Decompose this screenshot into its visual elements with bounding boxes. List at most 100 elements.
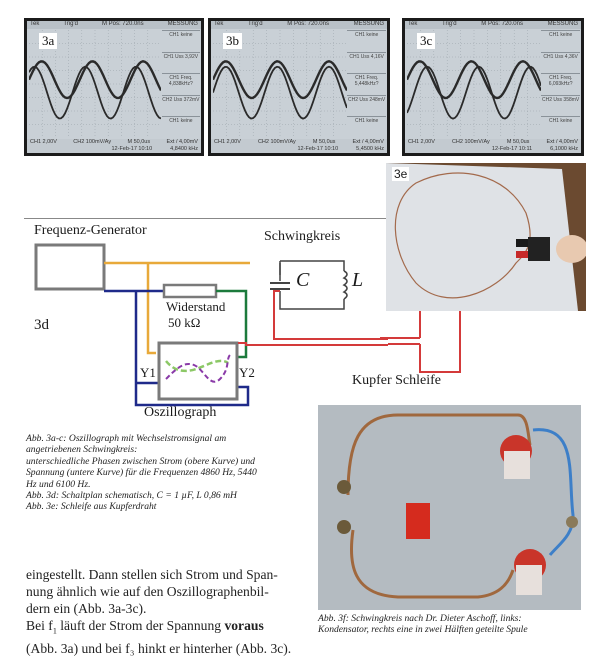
caption-line: Abb. 3f: Schwingkreis nach Dr. Dieter As… [318,613,522,624]
trace-voltage [407,65,541,120]
scope-menu: MESSUNG [167,21,198,27]
photo-copper-loop: 3e [386,163,586,311]
trace-voltage [29,65,162,120]
inductor-coil [342,270,348,300]
scope-ext-trigger: Ext / 4,00mV [546,139,578,145]
scope-ch2-scale: CH2 100mV/Ay [257,139,296,145]
scope-ext-trigger: Ext / 4,00mV [352,139,384,145]
body-line: dern ein (Abb. 3a-3c). [26,601,147,616]
scope-footer: CH1 2,00V CH2 100mV/Ay M 50,0us Ext / 4,… [27,139,201,153]
scope-brand: Tek [30,21,40,27]
resistor-label: Widerstand [166,299,226,314]
resistor [162,283,218,299]
scope-trigger-mode: Trig'd [63,21,78,27]
body-line: nung ähnlich wie auf den Oszillographenb… [26,584,269,599]
body-paragraph: eingestellt. Dann stellen sich Strom und… [26,566,296,657]
trace-current [213,60,347,100]
caption-line: Abb. 3d: Schaltplan schematisch, C = 1 µ… [26,490,237,502]
scope-measure-item: CH2 Uss 358mV [541,94,580,117]
figure-tag-3e: 3e [392,167,410,181]
figure-tag-3b: 3b [223,33,242,49]
scope-ch2-scale: CH2 100mV/Ay [451,139,490,145]
generator-box [34,243,106,291]
oscilloscope-photo-3c: Tek Trig'd M Pos: 720.0ns MESSUNG CH1 ke… [402,18,584,156]
oscillograph-box [157,341,239,401]
bold-word: voraus [224,618,264,633]
scope-ch1-scale: CH1 2,00V [30,139,57,145]
scope-measure-item: CH1 Freq. 6,093kHz? [541,73,580,95]
scope-position: M Pos: 720.0ns [481,21,523,27]
scope-brand: Tek [408,21,418,27]
scope-timebase: M 50,0us [127,139,151,145]
caption-line: Abb. 3a-c: Oszillograph mit Wechselstrom… [26,433,227,444]
inductor-symbol: L [352,269,364,291]
scope-measure-item: CH2 Uss 248mV [347,94,386,117]
copper-loop-symbol [380,307,461,373]
y1-label: Y1 [140,365,156,380]
oscilloscope-photo-3b: Tek Trig'd M Pos: 720.0ns MESSUNG CH1 ke… [208,18,390,156]
loop-label: Kupfer Schleife [352,373,442,388]
generator-label: Frequenz-Generator [34,223,147,238]
body-text-span: Bei f [26,618,53,633]
scope-measure-item: CH1 Uss 4,36V [541,51,580,74]
copper-loop-photo [386,163,586,311]
scope-measure-item: CH1 keine [541,30,580,52]
oscilloscope-photo-3a: Tek Trig'd M Pos: 720.0ns MESSUNG CH1 ke… [24,18,204,156]
scope-ch1-scale: CH1 2,00V [408,139,435,145]
scope-frequency: 6,1000 kHz [550,146,578,152]
photo-tank-circuit [318,405,581,610]
trace-voltage [213,65,347,120]
scope-measure-item: CH1 Uss 3,92V [161,51,200,74]
scope-footer: CH1 2,00V CH2 100mV/Ay M 50,0us Ext / 4,… [211,139,387,153]
scope-graticule [29,30,162,138]
body-line: (Abb. 3a) und bei f₃ hinkt er hinterher … [26,640,292,656]
scope-measure-item: CH1 Uss 4,16V [347,51,386,74]
tank-outline [279,260,345,310]
scope-measure-item: CH1 keine [161,116,200,138]
scope-frequency: 5,4500 kHz [356,146,384,152]
oscillograph-label: Oszillograph [144,405,217,420]
caption-line: Abb. 3e: Schleife aus Kupferdraht [26,501,157,513]
scope-date: 12-Feb-17 10:10 [111,146,153,152]
scope-graticule [213,30,347,138]
scope-measure-item: CH2 Uss 372mV [161,94,200,117]
scope-menu: MESSUNG [353,21,384,27]
trace-current [29,60,162,100]
trace-current [407,60,541,100]
figure-tag-3c: 3c [417,33,436,49]
tank-circuit-photo [318,405,581,610]
scope-measure-item: CH1 keine [347,30,386,52]
scope-measure-item: CH1 Freq. 4,838kHz? [161,73,200,95]
scope-trace-purple [165,354,231,383]
scope-ext-trigger: Ext / 4,00mV [166,139,198,145]
caption-main: Abb. 3a-c: Oszillograph mit Wechselstrom… [26,433,316,513]
wire-green [216,289,248,359]
scope-graticule [407,30,541,138]
caption-3f: Abb. 3f: Schwingkreis nach Dr. Dieter As… [318,613,603,636]
wire-red-cap [273,290,388,340]
body-line: Bei f1 läuft der Strom der Spannung vora… [26,617,296,640]
scope-trigger-mode: Trig'd [248,21,263,27]
resistor-value: 50 kΩ [168,315,201,330]
scope-status-bar: Tek Trig'd M Pos: 720.0ns MESSUNG [27,21,201,29]
body-text-span: läuft der Strom der Spannung [56,618,225,633]
scope-frequency: 4,8400 kHz [170,146,198,152]
scope-menu: MESSUNG [547,21,578,27]
circuit-wires [34,243,388,407]
scope-footer: CH1 2,00V CH2 100mV/Ay M 50,0us Ext / 4,… [405,139,581,153]
wire-blue-loop [134,291,250,407]
scope-measure-item: CH1 keine [541,116,580,138]
caption-line: Kondensator, rechts eine in zwei Hälften… [318,624,528,636]
scope-status-bar: Tek Trig'd M Pos: 720.0ns MESSUNG [211,21,387,29]
caption-line: Hz und 6100 Hz. [26,478,91,490]
scope-position: M Pos: 720.0ns [101,21,144,27]
caption-line: unterschiedliche Phasen zwischen Strom (… [26,455,255,467]
circuit-diagram: Frequenz-Generator Schwingkreis C L Wide… [24,218,441,423]
tank-label: Schwingkreis [264,229,341,244]
subscript: 1 [52,626,57,636]
scope-trace-green [165,359,229,373]
wire-red-y2 [238,342,388,346]
